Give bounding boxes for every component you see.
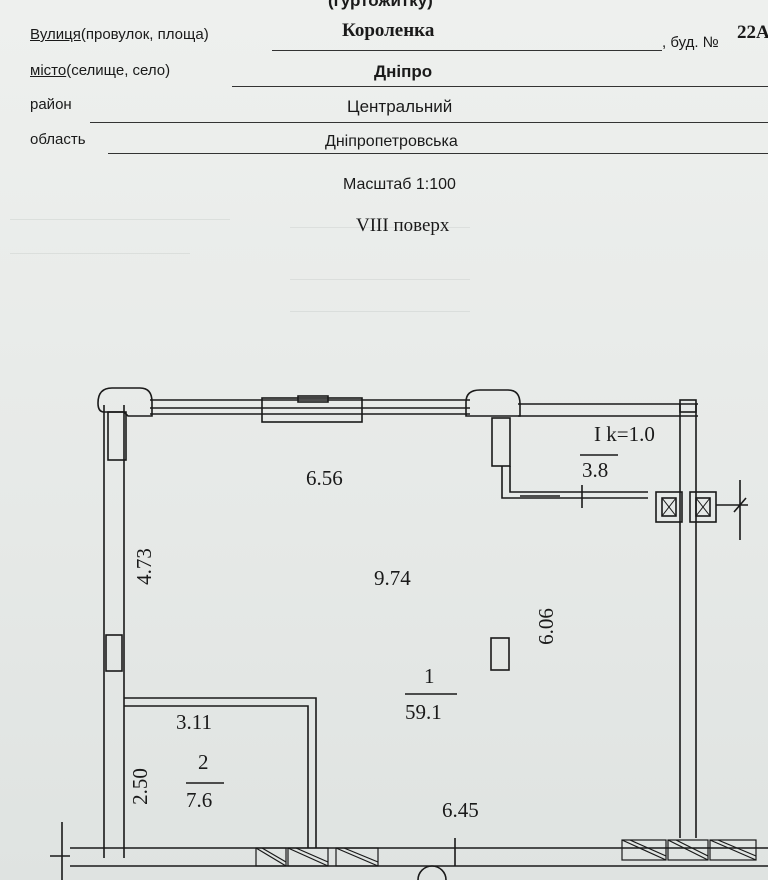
left-wall	[103, 405, 125, 858]
room2-height: 2.50	[127, 768, 152, 805]
district-label: район	[30, 96, 72, 113]
balcony-pier	[491, 417, 511, 467]
city-label-rest: (селище, село)	[66, 62, 171, 79]
vent-cross-right	[695, 497, 711, 517]
dimension-right: 6.06	[533, 608, 558, 645]
street-label-rest: (провулок, площа)	[80, 26, 209, 43]
vent-shaft-right	[689, 491, 717, 523]
dimension-center: 9.74	[374, 566, 411, 590]
region-value: Дніпропетровська	[325, 133, 458, 150]
street-underline	[272, 50, 662, 51]
room2-width: 3.11	[176, 710, 212, 734]
district-value: Центральний	[347, 97, 453, 116]
room2-partition	[124, 697, 317, 848]
region-label: область	[30, 131, 86, 148]
top-window-sash	[297, 395, 329, 403]
city-label: місто(селище, село)	[30, 62, 170, 79]
section-mark-right	[716, 480, 748, 540]
vent-shaft-right-inner	[695, 497, 711, 517]
document-heading: (гуртожитку)	[328, 0, 433, 10]
street-value: Короленка	[342, 20, 435, 41]
room1-number: 1	[424, 664, 435, 688]
top-window	[261, 397, 363, 423]
dimension-bottom: 6.45	[442, 798, 479, 822]
building-number: 22А	[737, 22, 768, 43]
right-wall	[679, 404, 697, 838]
street-label-underlined: Вулиця	[30, 26, 81, 43]
city-underline	[232, 86, 768, 87]
bottom-wall	[70, 847, 768, 867]
city-value: Дніпро	[374, 62, 433, 81]
region-underline	[108, 153, 768, 154]
balcony-wall	[501, 466, 648, 499]
left-wall-pier-middle	[105, 634, 123, 672]
column-marker	[490, 637, 510, 671]
drawing-circle-mark	[417, 865, 447, 880]
room1-area: 59.1	[405, 700, 442, 724]
vent-cross-left	[661, 497, 677, 517]
balcony-label: I k=1.0	[594, 422, 655, 446]
bleed-through-area	[0, 205, 768, 325]
room2-area: 7.6	[186, 788, 213, 812]
floor-label: VIII поверх	[356, 215, 450, 236]
dimension-left: 4.73	[131, 548, 156, 585]
dimension-top: 6.56	[306, 466, 343, 490]
vent-shaft-left	[655, 491, 683, 523]
left-wall-pier-top	[107, 411, 127, 461]
room2-number: 2	[198, 750, 209, 774]
bottom-radiators-right	[621, 839, 757, 861]
bottom-radiators-left	[255, 847, 379, 867]
balcony-area: 3.8	[582, 458, 609, 482]
street-label: Вулиця(провулок, площа)	[30, 26, 209, 43]
right-wall-cap	[679, 399, 697, 413]
column-top-middle	[465, 389, 521, 417]
section-mark-left	[50, 822, 70, 880]
top-wall-right	[518, 403, 698, 417]
building-label: , буд. №	[662, 34, 719, 51]
city-label-underlined: місто	[30, 62, 67, 79]
column-top-left	[97, 387, 153, 417]
scale-label: Масштаб 1:100	[343, 176, 456, 193]
top-wall	[150, 399, 470, 415]
vent-shaft-left-inner	[661, 497, 677, 517]
district-underline	[90, 122, 768, 123]
